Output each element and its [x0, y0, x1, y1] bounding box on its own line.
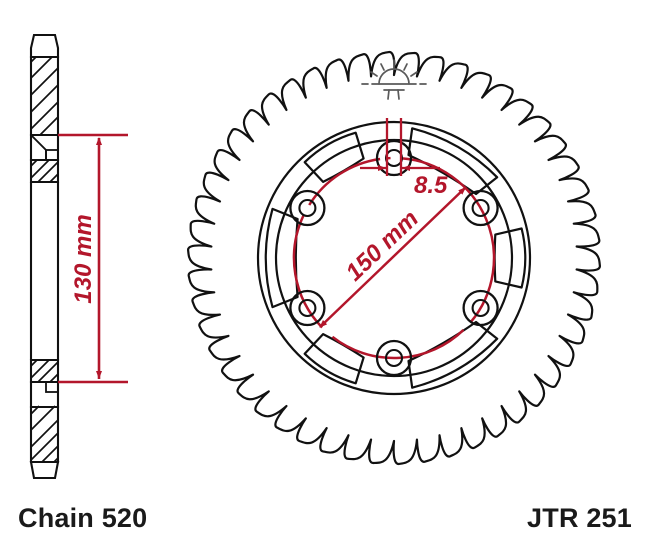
side-upper-hatching	[30, 56, 59, 136]
side-web-wall	[29, 182, 60, 360]
bolt-circle-arc	[308, 157, 381, 206]
spoke-cutout	[407, 127, 499, 196]
bolt-hole-bore	[298, 298, 317, 318]
bolt-hole-bore	[384, 348, 404, 368]
spoke-cutout	[493, 227, 527, 289]
sun-rays-symbol	[361, 59, 427, 85]
bolt-circle-arc	[331, 329, 465, 360]
side-upper-inner-hatching	[30, 159, 59, 183]
bolt-circle-reference	[292, 156, 496, 360]
side-lower-tooth-tip	[29, 460, 60, 480]
spoke-cutout	[303, 131, 365, 183]
bolt-circle-arc	[400, 156, 496, 324]
dimension-130mm: 130 mm	[58, 133, 128, 384]
bolt-circle-arc	[292, 215, 323, 329]
sprocket-teeth-outline	[187, 50, 601, 466]
chain-label: Chain 520	[18, 503, 147, 533]
side-section-view: 130 mm	[29, 33, 128, 480]
side-lower-hatching	[30, 405, 59, 463]
hub-outer-circle	[256, 120, 532, 396]
bolt-hole-bore	[471, 298, 490, 318]
side-lower-web-notch	[45, 381, 59, 393]
dim-150-measure-line	[319, 186, 467, 328]
dim-85-label: 8.5	[414, 172, 448, 199]
side-lower-inner-hatching	[30, 359, 59, 383]
bolt-hole-boss	[375, 139, 413, 177]
dim-130-label: 130 mm	[70, 214, 97, 303]
part-number-label: JTR 251	[527, 503, 632, 533]
bolt-hole-bore	[471, 198, 490, 218]
spoke-cutout	[303, 333, 365, 385]
pi-datum-symbol	[383, 89, 405, 100]
bolt-hole-bore	[298, 198, 317, 218]
bolt-hole-boss	[375, 339, 413, 377]
